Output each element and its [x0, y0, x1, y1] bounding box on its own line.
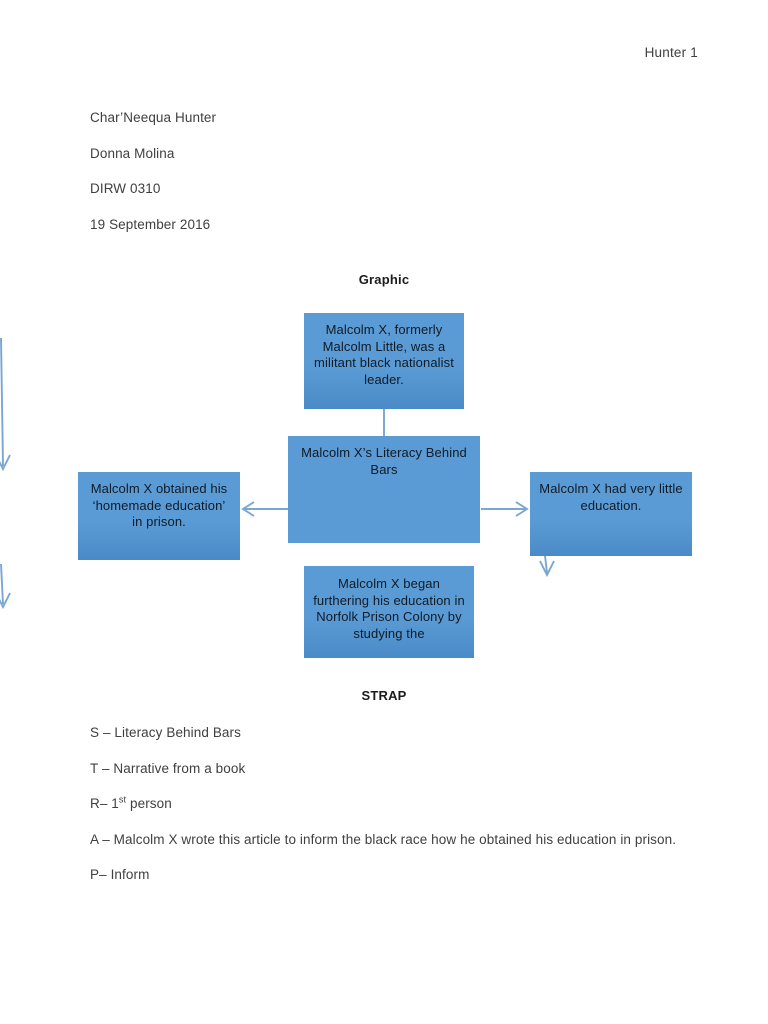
page-number: Hunter 1 [644, 45, 698, 60]
strap-list: S – Literacy Behind Bars T – Narrative f… [90, 724, 680, 902]
heading-author: Char’Neequa Hunter [90, 110, 217, 125]
arrow-center-to-left [241, 501, 289, 517]
strap-item-a-text: Malcolm X wrote this article to inform t… [113, 831, 677, 847]
strap-item-r: R– 1st person [90, 795, 680, 813]
strap-item-t: T – Narrative from a book [90, 760, 680, 778]
strap-item-s: S – Literacy Behind Bars [90, 724, 680, 742]
arrow-offpage-upper [0, 337, 11, 472]
diagram-node-left[interactable]: Malcolm X obtained his ‘homemade educati… [78, 472, 240, 560]
connector-top-to-center [383, 409, 385, 437]
arrow-offpage-lower [0, 563, 11, 610]
strap-item-p-text: Inform [110, 867, 150, 882]
strap-item-t-text: Narrative from a book [113, 760, 246, 776]
arrow-center-to-right [481, 501, 529, 517]
diagram-node-center[interactable]: Malcolm X’s Literacy Behind Bars [288, 436, 480, 543]
strap-item-p-prefix: P– [90, 867, 111, 882]
strap-item-r-superscript: st [118, 794, 127, 805]
diagram-node-top[interactable]: Malcolm X, formerly Malcolm Little, was … [304, 313, 464, 409]
strap-item-r-text: person [126, 796, 172, 811]
mla-heading-block: Char’Neequa Hunter Donna Molina DIRW 031… [90, 110, 550, 252]
strap-item-a: A – Malcolm X wrote this article to info… [90, 831, 680, 849]
diagram-node-right[interactable]: Malcolm X had very little education. [530, 472, 692, 556]
strap-item-t-prefix: T – [90, 760, 114, 776]
heading-course: DIRW 0310 [90, 181, 161, 196]
strap-section-title: STRAP [361, 688, 407, 703]
diagram-node-bottom[interactable]: Malcolm X began furthering his education… [304, 566, 474, 658]
strap-item-a-prefix: A – [90, 831, 114, 847]
strap-item-p: P– Inform [90, 866, 680, 884]
graphic-section-title: Graphic [358, 272, 410, 287]
heading-instructor: Donna Molina [90, 145, 175, 161]
strap-item-s-prefix: S – [90, 725, 115, 740]
strap-item-r-prefix: R– 1 [90, 796, 119, 811]
heading-date: 19 September 2016 [90, 216, 211, 232]
strap-item-s-text: Literacy Behind Bars [114, 725, 241, 740]
